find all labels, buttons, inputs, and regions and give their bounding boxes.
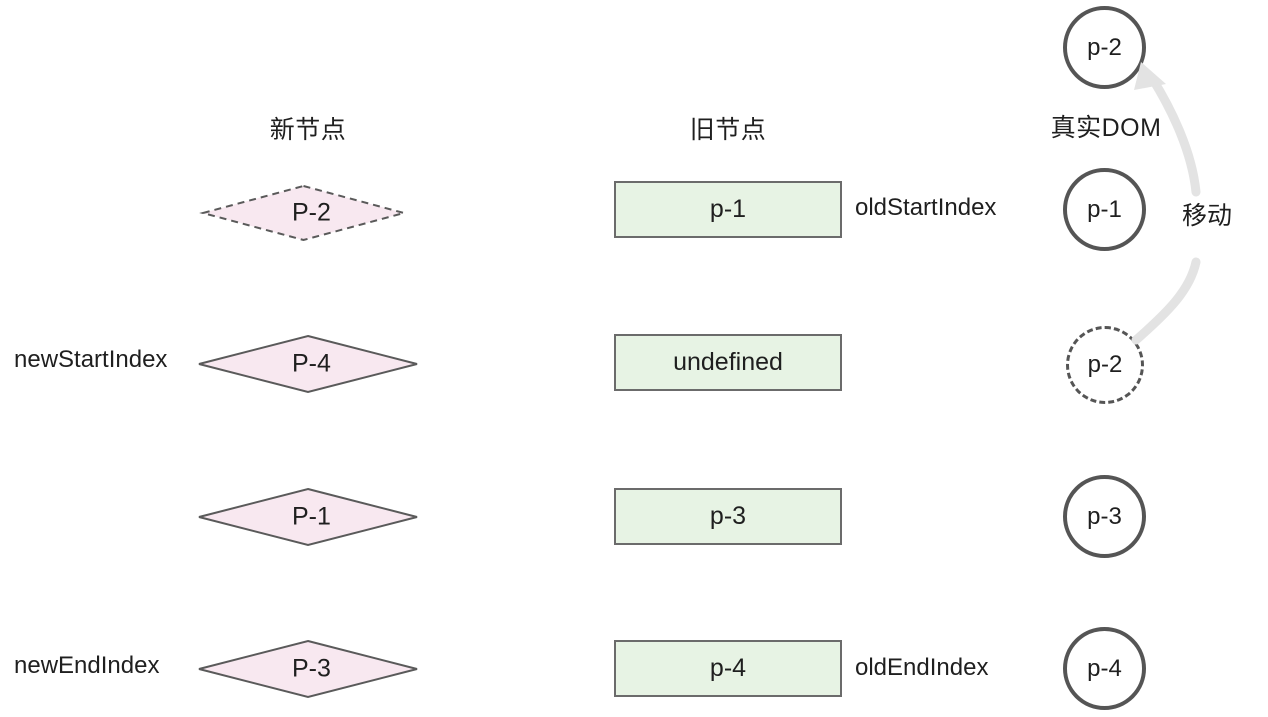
new-node-label: P-2	[292, 198, 331, 227]
dom-node-circle: p-2	[1063, 6, 1146, 89]
old-node-label: p-4	[709, 654, 747, 682]
new-node-label: P-4	[292, 349, 331, 378]
diamond-shape	[198, 487, 418, 547]
old-node-label: undefined	[673, 348, 783, 376]
column-heading-old-nodes: 旧节点	[689, 116, 767, 144]
diamond-shape	[198, 639, 418, 699]
old-node-box: p-4	[614, 640, 842, 697]
old-node-box: p-3	[614, 488, 842, 545]
dom-node-circle: p-1	[1063, 168, 1146, 251]
dom-node-label: p-2	[1087, 351, 1123, 378]
label-old-start-index: oldStartIndex	[855, 194, 997, 221]
new-node-diamond: P-2	[199, 184, 408, 242]
dom-node-circle: p-4	[1063, 627, 1146, 710]
column-heading-real-dom: 真实DOM	[1050, 114, 1162, 142]
new-node-diamond: P-4	[198, 334, 418, 394]
new-node-diamond: P-3	[198, 639, 418, 699]
dom-node-label: p-4	[1087, 654, 1122, 682]
dom-node-circle: p-3	[1063, 475, 1146, 558]
old-node-box: undefined	[614, 334, 842, 391]
old-node-box: p-1	[614, 181, 842, 238]
label-new-end-index: newEndIndex	[14, 652, 160, 679]
dom-node-label: p-2	[1087, 33, 1122, 61]
move-annotation-label: 移动	[1182, 202, 1233, 230]
label-new-start-index: newStartIndex	[14, 346, 168, 373]
old-node-label: p-3	[709, 502, 747, 530]
diamond-shape	[198, 334, 418, 394]
old-node-label: p-1	[709, 195, 747, 223]
column-heading-new-nodes: 新节点	[269, 116, 347, 144]
new-node-diamond: P-1	[198, 487, 418, 547]
new-node-label: P-3	[292, 654, 331, 683]
dom-node-label: p-3	[1087, 502, 1122, 530]
new-node-label: P-1	[292, 502, 331, 531]
dom-node-circle-dashed: p-2	[1066, 326, 1144, 404]
label-old-end-index: oldEndIndex	[855, 654, 989, 681]
dom-node-label: p-1	[1087, 195, 1122, 223]
diamond-shape	[199, 184, 408, 242]
